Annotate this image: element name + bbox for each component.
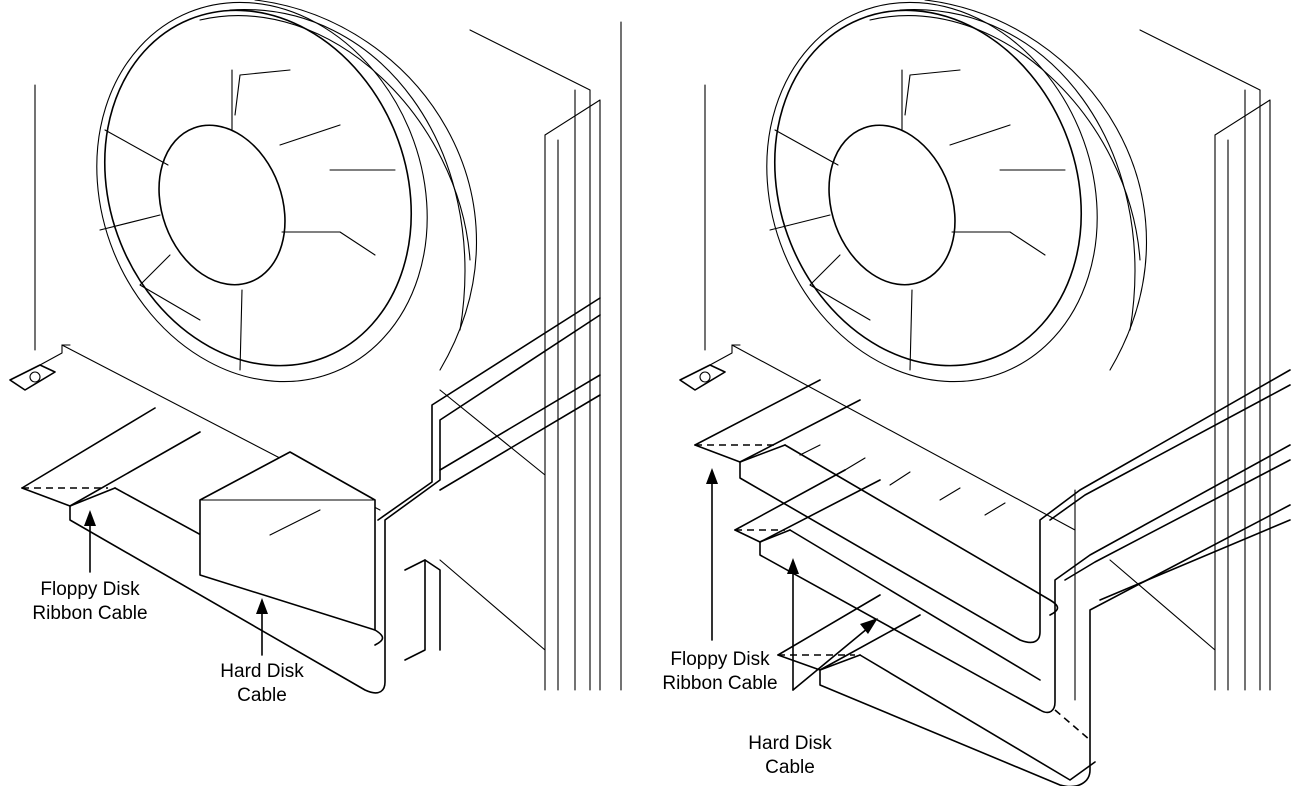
left-floppy-label-line1: Floppy Disk [40,579,140,600]
right-floppy-label-line1: Floppy Disk [670,649,770,670]
right-hard-label-line1: Hard Disk [748,733,832,754]
right-hard-arrow-lower [792,618,878,691]
left-hard-arrow [256,598,268,656]
left-hard-disk-block [199,451,441,661]
left-floppy-arrow [84,510,96,573]
right-bottom-cable [777,504,1291,786]
left-floppy-cable [21,297,601,694]
left-hard-label-line2: Cable [237,685,287,706]
left-floppy-label-line2: Ribbon Cable [32,603,147,624]
left-illustration [9,0,601,694]
right-hard-label-line2: Cable [765,757,815,778]
right-middle-cable [734,444,1291,714]
right-bracket [679,344,1076,531]
right-floppy-cable [694,369,1291,644]
right-floppy-label-line2: Ribbon Cable [662,673,777,694]
right-floppy-arrow [706,468,718,641]
left-fan [96,0,477,383]
left-hard-label-line1: Hard Disk [220,661,304,682]
right-fan [766,0,1147,383]
right-illustration [679,0,1291,786]
right-hard-arrow-upper [787,558,799,691]
